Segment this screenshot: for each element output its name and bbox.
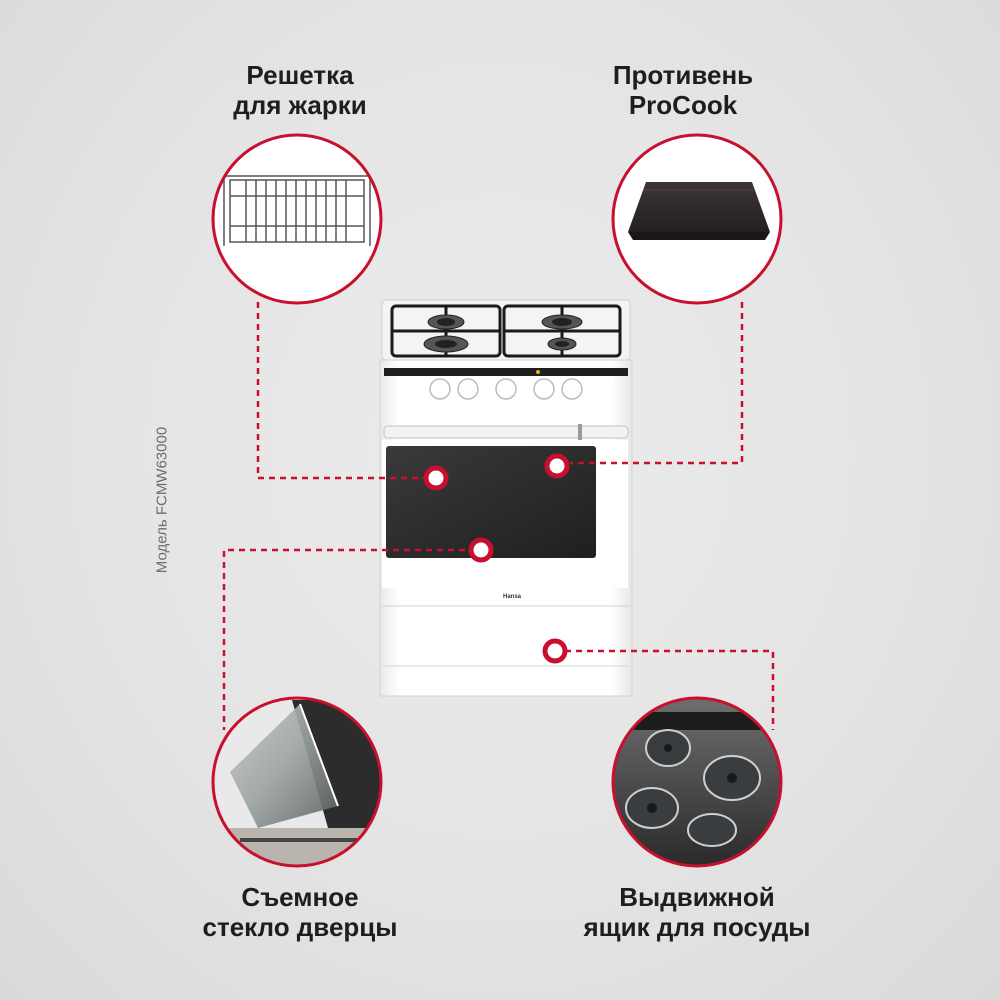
caption-baking-tray: Противень ProCook <box>523 60 843 120</box>
model-label: Модель FCMW63000 <box>153 426 171 574</box>
caption-door-glass-line2: стекло дверцы <box>202 912 398 942</box>
caption-baking-tray-line1: Противень <box>612 60 754 90</box>
caption-storage-drawer-line2: ящик для посуды <box>583 912 811 942</box>
caption-door-glass: Съемное стекло дверцы <box>140 882 460 942</box>
storage-drawer-zoom <box>611 696 783 868</box>
caption-grill-rack-line2: для жарки <box>233 90 367 120</box>
hotspots <box>423 453 570 664</box>
hotspot-door-glass <box>468 537 494 563</box>
baking-tray-zoom <box>611 133 783 305</box>
caption-door-glass-line1: Съемное <box>241 882 359 912</box>
caption-grill-rack-line1: Решетка <box>246 60 354 90</box>
caption-storage-drawer: Выдвижной ящик для посуды <box>537 882 857 942</box>
control-knobs <box>429 378 583 400</box>
hotspot-storage-drawer <box>542 638 568 664</box>
caption-storage-drawer-line1: Выдвижной <box>619 882 775 912</box>
dark-baking-tray-icon <box>628 182 770 240</box>
door-glass-zoom <box>211 696 383 868</box>
drawer-with-pans-icon <box>613 698 781 866</box>
brand-label: Hansa <box>503 594 522 600</box>
grill-rack-zoom <box>211 133 383 305</box>
hotspot-baking-tray <box>544 453 570 479</box>
hotspot-grill-rack <box>423 465 449 491</box>
stove: Hansa <box>379 299 633 697</box>
burners <box>423 314 583 353</box>
wire-grill-rack-icon <box>223 175 371 246</box>
burner-grates <box>390 304 622 358</box>
caption-grill-rack: Решетка для жарки <box>140 60 460 120</box>
connector-lines <box>222 302 775 730</box>
caption-baking-tray-line2: ProCook <box>628 90 738 120</box>
